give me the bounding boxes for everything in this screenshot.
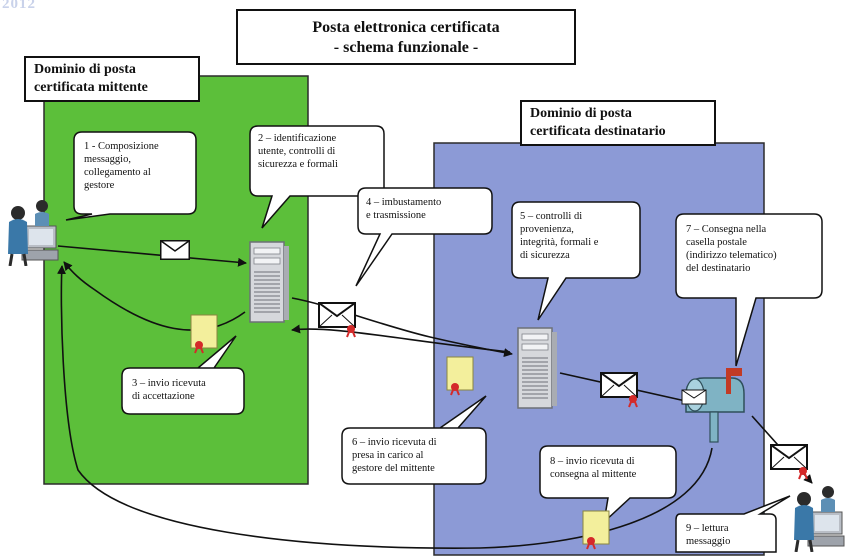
step-6-line: 6 – invio ricevuta di bbox=[352, 437, 437, 448]
recipient-domain-line-2: certificata destinatario bbox=[530, 124, 666, 139]
step-4-text: 4 – imbustamento e trasmissione bbox=[366, 196, 441, 222]
step-1-line: gestore bbox=[84, 180, 115, 191]
receipt-icon-1 bbox=[190, 314, 218, 354]
step-7-line: (indirizzo telematico) bbox=[686, 250, 777, 261]
step-7-text: 7 – Consegna nella casella postale (indi… bbox=[686, 223, 777, 275]
step-7-line: casella postale bbox=[686, 237, 747, 248]
bubble-8 bbox=[539, 445, 677, 525]
step-8-line: 8 – invio ricevuta di bbox=[550, 456, 635, 467]
recipient-domain-label: Dominio di posta certificata destinatari… bbox=[520, 100, 716, 146]
bubble-group bbox=[65, 125, 823, 553]
receipt-icon-3 bbox=[582, 510, 610, 550]
watermark: 2012 bbox=[2, 0, 36, 12]
title-line-1: Posta elettronica certificata bbox=[312, 19, 500, 36]
step-9-text: 9 – lettura messaggio bbox=[686, 522, 730, 548]
bubble-7 bbox=[675, 213, 823, 367]
step-6-text: 6 – invio ricevuta di presa in carico al… bbox=[352, 436, 437, 475]
step-5-line: integrità, formali e bbox=[520, 237, 599, 248]
bubble-5 bbox=[511, 201, 641, 321]
step-3-line: 3 – invio ricevuta bbox=[132, 378, 206, 389]
step-3-line: di accettazione bbox=[132, 391, 195, 402]
step-1-line: messaggio, bbox=[84, 154, 131, 165]
step-1-line: collegamento al bbox=[84, 167, 151, 178]
sealed-envelope-icon-3 bbox=[770, 444, 808, 480]
step-5-text: 5 – controlli di provenienza, integrità,… bbox=[520, 210, 598, 262]
step-6-line: gestore del mittente bbox=[352, 463, 435, 474]
sender-domain-line-1: Dominio di posta bbox=[34, 62, 136, 77]
sealed-envelope-icon-1 bbox=[318, 302, 356, 338]
step-7-line: 7 – Consegna nella bbox=[686, 224, 767, 235]
title-line-2: - schema funzionale - bbox=[333, 39, 479, 56]
step-8-text: 8 – invio ricevuta di consegna al mitten… bbox=[550, 455, 636, 481]
step-1-line: 1 - Composizione bbox=[84, 141, 159, 152]
step-9-line: messaggio bbox=[686, 536, 731, 547]
step-1-text: 1 - Composizione messaggio, collegamento… bbox=[84, 140, 159, 192]
step-2-line: sicurezza e formali bbox=[258, 159, 338, 170]
sender-domain-line-2: certificata mittente bbox=[34, 80, 148, 95]
step-2-text: 2 – identificazione utente, controlli di… bbox=[258, 132, 338, 171]
sender-server-icon bbox=[249, 241, 290, 323]
recipient-domain-line-1: Dominio di posta bbox=[530, 106, 632, 121]
sender-domain-label: Dominio di posta certificata mittente bbox=[24, 56, 200, 102]
receipt-return-arrow-lower bbox=[57, 265, 713, 549]
diagram-title: Posta elettronica certificata - schema f… bbox=[236, 9, 576, 65]
bubble-6 bbox=[341, 395, 487, 485]
step-5-line: 5 – controlli di bbox=[520, 211, 583, 222]
envelope-icon bbox=[160, 240, 190, 260]
step-3-text: 3 – invio ricevuta di accettazione bbox=[132, 377, 206, 403]
recipient-user-icon bbox=[792, 484, 846, 552]
step-6-line: presa in carico al bbox=[352, 450, 424, 461]
step-4-line: 4 – imbustamento bbox=[366, 197, 442, 208]
step-5-line: di sicurezza bbox=[520, 250, 570, 261]
receipt-icon-2 bbox=[446, 356, 474, 396]
step-9-line: 9 – lettura bbox=[686, 523, 729, 534]
step-4-line: e trasmissione bbox=[366, 210, 426, 221]
step-8-line: consegna al mittente bbox=[550, 469, 637, 480]
recipient-server-icon bbox=[517, 327, 558, 409]
arrow-user-to-server bbox=[57, 245, 247, 267]
bubble-9 bbox=[675, 495, 791, 553]
bubble-2 bbox=[249, 125, 385, 229]
bubble-1 bbox=[65, 131, 197, 221]
step-5-line: provenienza, bbox=[520, 224, 574, 235]
step-2-line: utente, controlli di bbox=[258, 146, 336, 157]
step-7-line: del destinatario bbox=[686, 263, 751, 274]
bubble-4 bbox=[355, 187, 493, 287]
step-2-line: 2 – identificazione bbox=[258, 133, 337, 144]
bubble-3 bbox=[121, 335, 245, 415]
receipt-return-arrow-upper bbox=[291, 324, 511, 353]
